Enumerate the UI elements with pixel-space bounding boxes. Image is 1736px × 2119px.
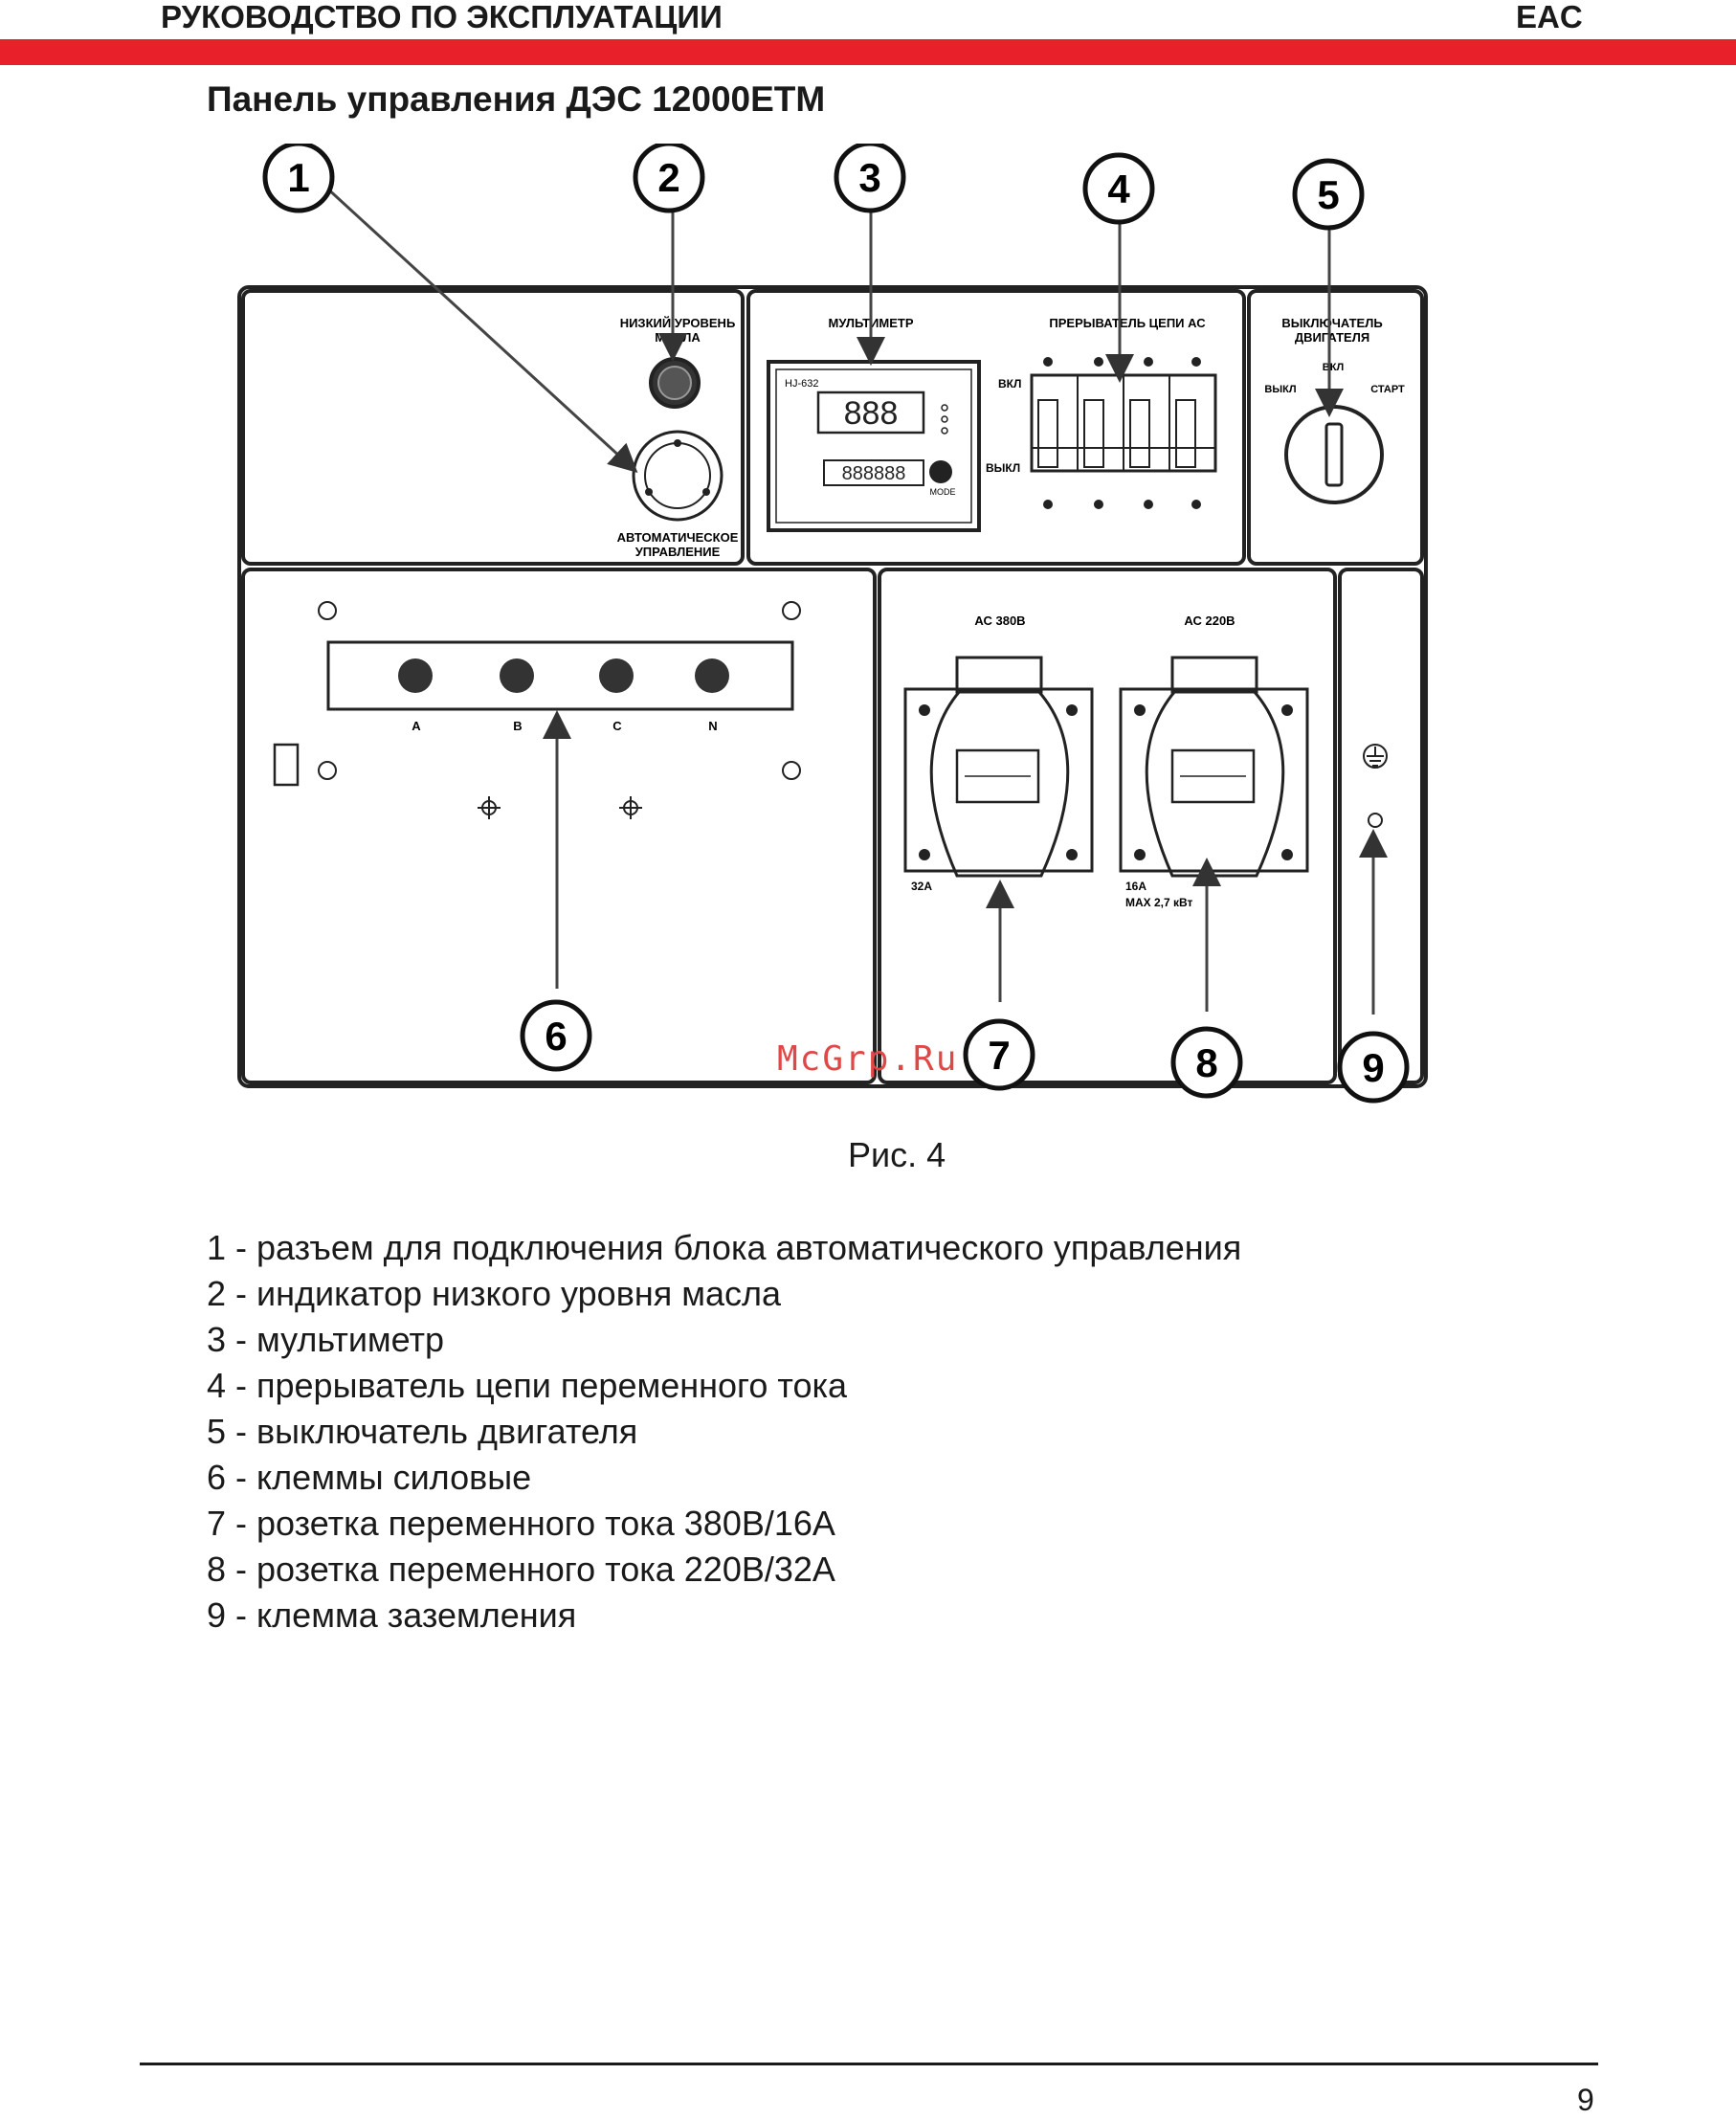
socket-220-current: 16A [1125,880,1146,893]
auto-control-connector [632,430,723,522]
oil-label-2: МАСЛА [655,330,701,345]
header-red-bar [0,39,1736,65]
svg-text:3: 3 [858,155,880,200]
breaker-off-label: ВЫКЛ [986,461,1020,475]
legend-item: 7 - розетка переменного тока 380В/16А [207,1504,835,1543]
callout-8: 8 [1170,1026,1243,1099]
svg-text:A: A [412,719,421,733]
callout-1: 1 [262,144,335,213]
multimeter-mode-label: MODE [930,487,956,497]
callout-1-leader [323,185,638,474]
figure-caption: Рис. 4 [848,1135,946,1174]
footer-rule [140,2063,1598,2065]
callout-4: 4 [1082,152,1155,225]
breaker-label: ПРЕРЫВАТЕЛЬ ЦЕПИ АС [1049,316,1206,330]
engine-key-switch [1284,405,1384,504]
watermark: McGrp.Ru [777,1039,959,1079]
socket-220-label: АС 220В [1184,613,1235,628]
ac-circuit-breaker [1030,357,1217,509]
header-title: РУКОВОДСТВО ПО ЭКСПЛУАТАЦИИ [161,0,723,34]
ground-terminal [1368,813,1383,828]
terminal-c [599,658,634,693]
svg-text:888888: 888888 [842,463,906,484]
multimeter-display-bottom [823,459,924,486]
callout-7: 7 [963,1018,1035,1091]
legend-item: 3 - мультиметр [207,1320,445,1359]
engine-key-slot [1324,422,1344,487]
svg-text:4: 4 [1107,167,1130,212]
svg-text:8: 8 [1195,1040,1217,1085]
callout-2: 2 [633,144,705,213]
panel-section-multimeter [746,289,1246,566]
socket-220v [1119,656,1309,878]
svg-text:7: 7 [988,1033,1010,1078]
svg-text:1: 1 [287,155,309,200]
legend-item: 6 - клеммы силовые [207,1458,532,1497]
terminal-b [500,658,534,693]
socket-220-max: MAX 2,7 кВт [1125,896,1193,909]
auto-control-connector-inner [644,442,711,509]
terminal-a [398,658,433,693]
svg-text:N: N [708,719,717,733]
panel-section-oil [241,289,745,566]
callout-9: 9 [1337,1031,1410,1104]
multimeter-model: HJ-632 [785,378,818,390]
legend-item: 9 - клемма заземления [207,1595,577,1635]
socket-380-label: АС 380В [974,613,1025,628]
engine-label-2: ДВИГАТЕЛЯ [1295,330,1369,345]
callout-3: 3 [834,144,906,213]
ground-icon [1363,744,1388,769]
control-panel-diagram: НИЗКИЙ УРОВЕНЬ МАСЛА АВТОМАТИЧЕСКОЕ УПРА… [237,144,1428,1104]
breaker-on-label: ВКЛ [998,377,1021,390]
svg-text:2: 2 [657,155,679,200]
page-title: Панель управления ДЭС 12000ЕТМ [207,79,826,119]
panel-section-sockets [878,568,1337,1084]
legend-item: 1 - разъем для подключения блока автомат… [207,1228,1242,1267]
engine-label-1: ВЫКЛЮЧАТЕЛЬ [1281,316,1382,330]
multimeter-display-top [816,390,925,435]
legend-item: 2 - индикатор низкого уровня масла [207,1274,781,1313]
legend-item: 4 - прерыватель цепи переменного тока [207,1366,848,1405]
crosshair-mark-right [619,796,642,819]
engine-on-label: ВКЛ [1323,362,1344,373]
eac-mark: EAC [1516,0,1583,34]
legend-item: 5 - выключатель двигателя [207,1412,638,1451]
svg-text:5: 5 [1317,172,1339,217]
legend-list: 1 - разъем для подключения блока автомат… [207,1225,1241,1639]
svg-text:B: B [513,719,522,733]
terminal-n [695,658,729,693]
callout-5: 5 [1292,158,1365,231]
multimeter-mode-button [929,460,952,483]
engine-start-label: СТАРТ [1370,384,1405,395]
engine-off-label: ВЫКЛ [1264,384,1296,395]
oil-indicator-ring [657,366,692,400]
panel-section-engine [1247,289,1424,566]
page-number: 9 [1577,2083,1594,2117]
legend-item: 8 - розетка переменного тока 220В/32А [207,1550,835,1589]
svg-text:888: 888 [844,395,899,432]
panel-frame [237,285,1428,1088]
auto-label-2: УПРАВЛЕНИЕ [635,545,721,559]
auto-label-1: АВТОМАТИЧЕСКОЕ [617,530,739,545]
crosshair-mark-left [478,796,501,819]
terminal-strip [326,640,794,711]
callout-6: 6 [520,999,592,1072]
svg-text:9: 9 [1362,1045,1384,1090]
socket-380v [903,656,1094,878]
socket-380-current: 32A [911,880,932,893]
panel-switch [273,743,300,787]
svg-text:C: C [612,719,622,733]
svg-text:6: 6 [545,1014,567,1059]
panel-section-ground [1338,568,1424,1084]
panel-section-terminals [241,568,877,1084]
oil-label-1: НИЗКИЙ УРОВЕНЬ [620,316,736,330]
